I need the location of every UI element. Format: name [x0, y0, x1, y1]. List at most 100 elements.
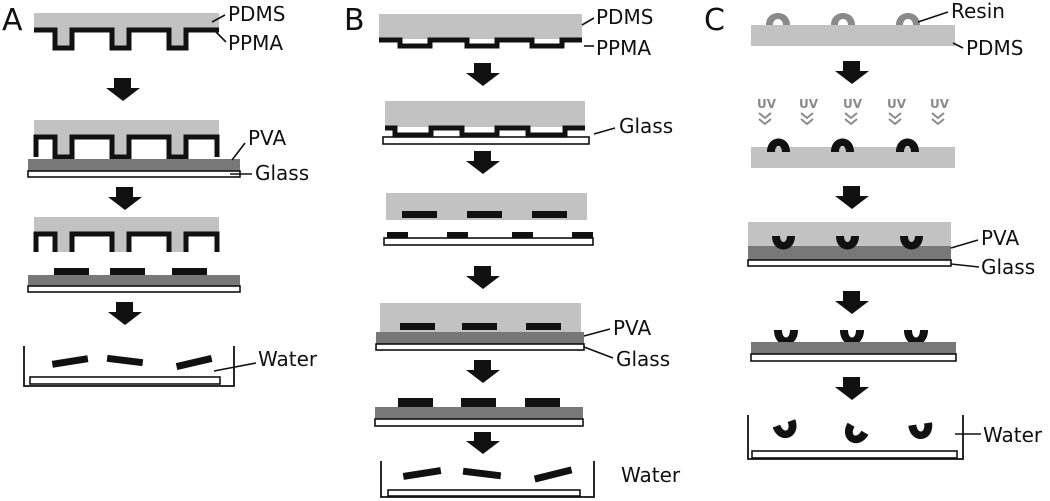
pva-layer [375, 407, 583, 419]
ppma-coating [34, 27, 219, 51]
resin-cap [766, 13, 790, 25]
ppma-coating-remaining [33, 231, 220, 252]
uv-arrow-icon [844, 112, 858, 126]
arrow-down-icon [835, 61, 869, 84]
panel-c-letter: C [704, 3, 725, 38]
label-pdms: PDMS [228, 2, 285, 26]
uv-arrow-icon [758, 112, 772, 126]
pdms-layer [34, 120, 219, 137]
cured-resin-cap [845, 422, 869, 444]
cured-resin-cap [774, 330, 798, 345]
pdms-layer [751, 25, 955, 46]
pva-layer [751, 342, 956, 354]
ppma-particle [532, 211, 567, 218]
label-resin: Resin [951, 0, 1005, 23]
ppma-particle [461, 398, 496, 407]
pva-layer [748, 246, 951, 260]
cured-resin-cap [836, 236, 859, 250]
pva-layer [28, 159, 240, 171]
panel-c: C Resin PDMS UV UV UV UV UV [704, 0, 1043, 460]
glass-slide [375, 343, 585, 351]
panel-a-step-1: PDMS PPMA [34, 2, 285, 55]
pdms-protrusion [169, 137, 186, 157]
label-water: Water [621, 463, 681, 487]
ppma-particle [106, 354, 144, 367]
ppma-particle [54, 268, 89, 275]
resin-cap [896, 13, 920, 25]
panel-c-step-2 [751, 138, 955, 168]
glass-slide [374, 418, 584, 427]
panel-a-step-4: Water [23, 346, 318, 387]
ppma-particle [467, 211, 502, 218]
water-container [747, 415, 964, 460]
uv-label: UV [887, 97, 907, 111]
resin-cap [831, 13, 855, 25]
cured-resin-cap [767, 138, 790, 152]
panel-c-step-3: PVA Glass [747, 222, 1035, 279]
leader-line [583, 346, 614, 359]
pdms-layer [379, 14, 582, 39]
water-container [23, 346, 235, 387]
leader-line [213, 362, 257, 372]
panel-a-step-2: PVA Glass [27, 120, 309, 185]
pdms-protrusion [112, 137, 129, 157]
label-pva: PVA [613, 316, 651, 340]
ppma-particle [172, 268, 207, 275]
panel-b: B PDMS PPMA Glass [344, 3, 681, 498]
ppma-coating [385, 125, 585, 138]
label-ppma: PPMA [596, 36, 651, 60]
pdms-protrusion [55, 234, 72, 252]
ppma-residue [447, 232, 468, 238]
water-container [380, 461, 595, 498]
glass-slide [387, 489, 581, 497]
panel-a-step-3 [27, 217, 241, 293]
cured-resin-cap [908, 422, 933, 439]
label-water: Water [983, 423, 1043, 447]
glass-slide [27, 170, 241, 178]
ppma-particle [526, 323, 561, 330]
panel-b-step-2: Glass [382, 101, 673, 145]
pdms-protrusion [169, 234, 186, 252]
leader-line [593, 127, 616, 135]
arrow-down-icon [835, 377, 869, 400]
arrow-down-icon [466, 63, 500, 86]
ppma-residue [572, 232, 593, 238]
label-ppma: PPMA [228, 31, 283, 55]
glass-slide [382, 136, 590, 145]
cured-resin-cap [896, 138, 919, 152]
panel-a-letter: A [2, 3, 23, 38]
panel-b-step-5 [374, 398, 584, 427]
ppma-coating [33, 134, 220, 160]
pdms-protrusion [55, 137, 72, 157]
glass-slide [750, 353, 957, 362]
uv-arrow-icon [931, 112, 945, 126]
leader-line [215, 31, 227, 43]
pdms-protrusion [112, 30, 129, 48]
ppma-particle [400, 323, 435, 330]
pdms-layer [34, 217, 219, 234]
label-water: Water [258, 347, 318, 371]
leader-line [231, 142, 246, 161]
cured-resin-cap [840, 330, 864, 345]
leader-line [950, 263, 980, 268]
arrow-down-icon [108, 187, 142, 210]
uv-label: UV [757, 97, 777, 111]
ppma-particle [462, 467, 502, 480]
label-glass-2: Glass [616, 347, 670, 371]
panel-a: A PDMS PPMA PVA Glass [2, 2, 318, 387]
panel-c-step-1: Resin PDMS [751, 0, 1023, 60]
ppma-residue [387, 232, 408, 238]
arrow-down-icon [466, 360, 500, 383]
label-pva: PVA [248, 126, 286, 150]
label-pdms: PDMS [966, 36, 1023, 60]
arrow-down-icon [835, 291, 869, 314]
leader-line [583, 328, 611, 337]
uv-label: UV [843, 97, 863, 111]
cured-resin-cap [904, 330, 928, 345]
panel-c-step-4 [750, 330, 957, 362]
ppma-particle [51, 355, 89, 368]
leader-line [950, 239, 979, 249]
panel-b-step-4: PVA Glass [375, 303, 670, 371]
panel-b-step-1: PDMS PPMA [379, 5, 653, 60]
